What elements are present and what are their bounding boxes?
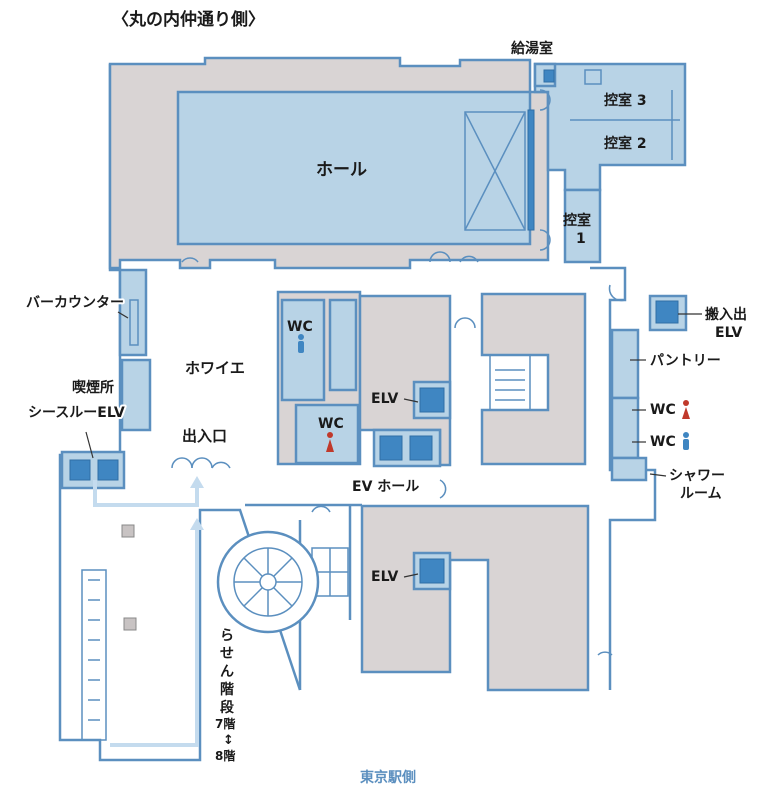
floor-8-label: 8階 xyxy=(215,748,235,763)
elv-upper-car xyxy=(419,387,445,413)
pillar xyxy=(123,617,137,631)
spiral-label-1: ら xyxy=(220,628,234,644)
green-room-3-label: 控室 3 xyxy=(604,92,647,109)
bar-counter-leader xyxy=(117,311,129,319)
spiral-label-4: 階 xyxy=(220,681,234,698)
see-through-elv-car-2 xyxy=(97,459,119,481)
green-room-1-label-b: 1 xyxy=(576,231,586,247)
wc-men-right-label: WC xyxy=(650,434,676,450)
spiral-label-5: 段 xyxy=(220,699,234,716)
spiral-label-3: ん xyxy=(220,664,234,680)
outer-wall xyxy=(58,64,302,762)
south-side-label: 東京駅側 xyxy=(360,769,416,786)
bar-counter-top xyxy=(129,299,139,346)
stage-area xyxy=(464,111,526,231)
smoking-label: 喫煙所 xyxy=(72,379,114,396)
stage-cross-b xyxy=(464,111,526,231)
shower-label-a: シャワー xyxy=(669,468,725,484)
see-through-elv-leader xyxy=(85,431,94,459)
restroom-corridor xyxy=(328,298,358,392)
bar-counter-area xyxy=(118,268,148,357)
freight-elv-label-b: ELV xyxy=(715,325,743,341)
pantry-label: パントリー xyxy=(650,353,721,369)
hall-label: ホール xyxy=(316,160,367,180)
pantry-room xyxy=(610,328,640,400)
green-room-1-label-a: 控室 xyxy=(563,212,591,229)
shower-label-b: ルーム xyxy=(680,486,722,502)
wc-women-upper-label: WC xyxy=(318,416,344,432)
ev-hall-label: EV ホール xyxy=(352,479,419,495)
floor-arrow-label: ↕ xyxy=(223,733,234,748)
kitchenette-label: 給湯室 xyxy=(511,40,553,57)
man-icon xyxy=(298,334,304,353)
green-room-1 xyxy=(563,188,602,264)
shower-room xyxy=(610,456,648,482)
bar-counter-label: バーカウンター xyxy=(26,295,124,311)
east-core xyxy=(480,292,587,466)
outer-wall-east xyxy=(590,266,657,690)
hall-partition xyxy=(527,109,535,231)
ev-hall-elv-car-2 xyxy=(409,435,433,461)
floor-7-label: 7階 xyxy=(215,716,235,731)
ev-hall-elv-car-1 xyxy=(379,435,403,461)
right-restrooms xyxy=(610,396,640,460)
elv-upper-leader xyxy=(403,398,419,403)
foyer-label: ホワイエ xyxy=(185,359,245,377)
entrance-label: 出入口 xyxy=(182,427,227,445)
woman-icon xyxy=(326,432,334,452)
door-swing-icon xyxy=(171,89,626,656)
kitchenette-sink xyxy=(543,69,555,83)
route-arrow-icon xyxy=(93,476,204,747)
women-restroom xyxy=(294,403,360,465)
elv-lower-car xyxy=(419,558,445,584)
spiral-label-2: せ xyxy=(220,646,234,662)
see-through-elv-car-1 xyxy=(69,459,91,481)
see-through-elv-label: シースルーELV xyxy=(28,405,125,421)
green-room-block xyxy=(533,62,687,192)
green-room-2-label: 控室 2 xyxy=(604,135,647,152)
pillar xyxy=(121,524,135,538)
stairs-icon xyxy=(495,369,525,401)
spiral-staircase xyxy=(216,530,320,634)
elv-upper-label: ELV xyxy=(371,391,399,407)
escalator-icon xyxy=(81,569,107,741)
man-icon xyxy=(683,432,689,450)
stairs-box xyxy=(489,354,531,411)
kitchenette-counter xyxy=(584,69,602,85)
woman-icon xyxy=(682,400,690,419)
north-side-label: 〈丸の内仲通り側〉 xyxy=(112,9,265,30)
wc-women-right-label: WC xyxy=(650,402,676,418)
lower-corridor-wall xyxy=(245,503,362,690)
freight-elv-car xyxy=(655,300,679,324)
smoking-room xyxy=(120,358,152,432)
shower-leader xyxy=(649,473,667,477)
elv-lower-label: ELV xyxy=(371,569,399,585)
freight-elv-label-a: 搬入出 xyxy=(705,306,747,323)
lower-core xyxy=(360,504,590,692)
wc-men-upper-label: WC xyxy=(287,319,313,335)
elv-lower-leader xyxy=(403,573,419,578)
